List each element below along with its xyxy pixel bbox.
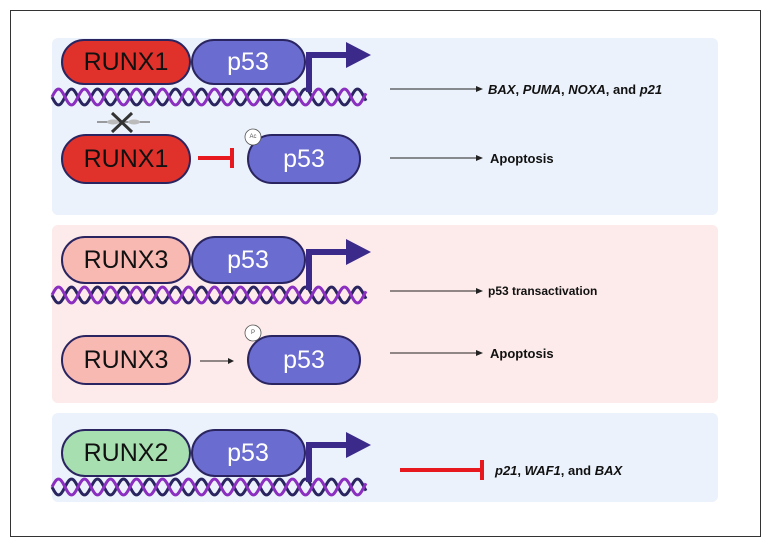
- blocked-dna-binding-icon: [97, 111, 150, 134]
- p53-label: p53: [227, 48, 269, 76]
- inhibition-arrow: [400, 460, 484, 480]
- runx1-protein: [61, 134, 191, 184]
- activation-arrow: [390, 350, 483, 356]
- promoter-arrow-icon: [306, 42, 371, 92]
- runx1-protein: [61, 39, 191, 85]
- activation-arrow: [200, 358, 234, 364]
- runx1-label: RUNX1: [84, 145, 169, 173]
- outcome-label: p53 transactivation: [488, 284, 597, 298]
- runx3-label: RUNX3: [84, 246, 169, 274]
- runx2-label: RUNX2: [84, 439, 169, 467]
- dna-helix: [50, 477, 368, 497]
- p53-label: p53: [283, 145, 325, 173]
- acetylation-label: Ac: [249, 134, 256, 140]
- inhibition-arrow: [198, 148, 234, 168]
- outcome-label: Apoptosis: [490, 151, 554, 166]
- p53-protein: [247, 335, 361, 385]
- dna-helix: [50, 285, 368, 305]
- phosphorylation-label: P: [251, 330, 255, 336]
- runx3-label: RUNX3: [84, 346, 169, 374]
- p53-protein: [191, 429, 306, 477]
- dna-helix: [50, 87, 368, 107]
- dna-strand: [50, 477, 368, 497]
- outcome-label: p21, WAF1, and BAX: [494, 463, 623, 478]
- promoter-arrow-icon: [306, 239, 371, 290]
- p53-label: p53: [227, 246, 269, 274]
- p53-protein: [247, 134, 361, 184]
- outcome-label: Apoptosis: [490, 346, 554, 361]
- outcome-label: BAX, PUMA, NOXA, and p21: [488, 82, 662, 97]
- activation-arrow: [390, 288, 483, 294]
- phosphorylation-mark: [244, 324, 262, 342]
- runx3-protein: [61, 236, 191, 284]
- p53-protein: [191, 39, 306, 85]
- p53-label: p53: [283, 346, 325, 374]
- acetylation-mark: [244, 128, 262, 146]
- promoter-arrow-icon: [306, 432, 371, 482]
- runx2-protein: [61, 429, 191, 477]
- dna-strand: [50, 285, 368, 305]
- dna-strand: [50, 87, 368, 107]
- activation-arrow: [390, 155, 483, 161]
- p53-label: p53: [227, 439, 269, 467]
- runx3-protein: [61, 335, 191, 385]
- p53-protein: [191, 236, 306, 284]
- runx1-label: RUNX1: [84, 48, 169, 76]
- activation-arrow: [390, 86, 483, 92]
